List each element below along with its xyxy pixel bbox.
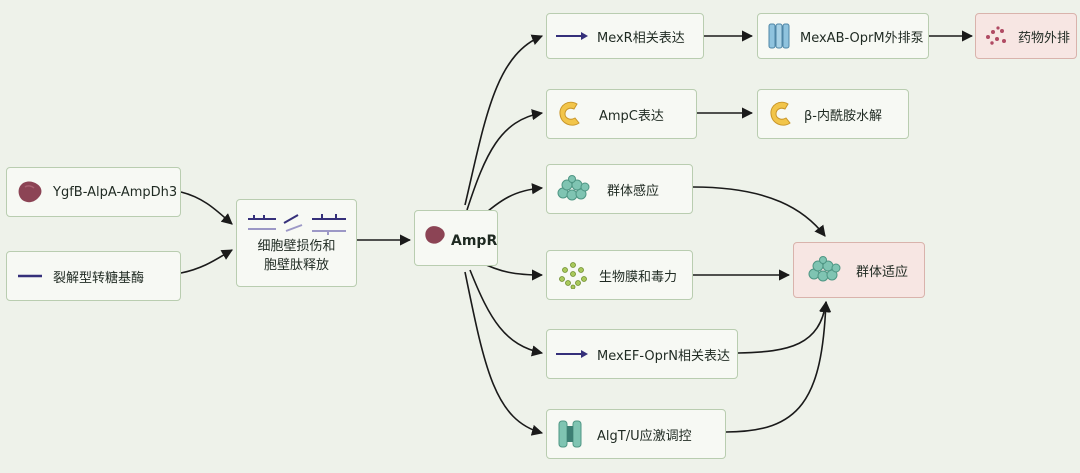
- arrow-enzyme2-to-damage: [180, 249, 233, 274]
- algt-stress-label: AlgT/U应激调控: [597, 428, 692, 444]
- arrow-ampr-to-mexef: [469, 269, 544, 357]
- c-shaped-enzyme-icon: [555, 99, 585, 129]
- mexef-label: MexEF-OprN相关表达: [597, 348, 730, 364]
- enzyme-ygfb-node: YgfB-AlpA-AmpDh3: [6, 167, 181, 217]
- mexab-pump-label: MexAB-OprM外排泵: [800, 30, 924, 46]
- ampr-label: AmpR: [451, 233, 498, 249]
- c-shaped-enzyme-icon: [766, 99, 796, 129]
- protein-blob-icon: [15, 177, 45, 207]
- dots-icon: [984, 24, 1008, 48]
- biofilm-virulence-node: 生物膜和毒力: [546, 250, 693, 300]
- cell-wall-damage-label: 细胞壁损伤和 胞壁肽释放: [257, 237, 335, 275]
- arrow-algt-to-adaptation: [725, 300, 832, 433]
- beta-lactam-hydrolysis-node: β-内酰胺水解: [757, 89, 909, 139]
- line-segment-icon: [15, 261, 45, 291]
- ampc-node: AmpC表达: [546, 89, 697, 139]
- cell-wall-damage-node: 细胞壁损伤和 胞壁肽释放: [236, 199, 357, 287]
- drug-efflux-label: 药物外排: [1018, 30, 1071, 46]
- arrow-ampr-to-ampc: [466, 109, 544, 211]
- dots-icon: [555, 260, 591, 290]
- protein-blob-icon: [423, 223, 447, 247]
- algt-stress-node: AlgT/U应激调控: [546, 409, 726, 459]
- membrane-channel-icon: [555, 418, 585, 450]
- arrow-right-icon: [555, 344, 589, 364]
- ampc-label: AmpC表达: [599, 108, 664, 124]
- arrow-ampr-to-algt: [464, 271, 544, 436]
- mexr-node: MexR相关表达: [546, 13, 704, 59]
- mexab-pump-node: MexAB-OprM外排泵: [757, 13, 929, 59]
- arrow-mexef-to-adaptation: [737, 300, 831, 354]
- peptidoglycan-fragments-icon: [242, 211, 352, 237]
- biofilm-virulence-label: 生物膜和毒力: [599, 269, 678, 285]
- cell-cluster-icon: [804, 255, 844, 285]
- mexr-label: MexR相关表达: [597, 30, 685, 46]
- lytic-transglycosylase-label: 裂解型转糖基酶: [53, 270, 145, 286]
- population-adaptation-label: 群体适应: [856, 264, 909, 280]
- cell-cluster-icon: [555, 174, 591, 204]
- population-adaptation-node: 群体适应: [793, 242, 925, 298]
- beta-lactam-hydrolysis-label: β-内酰胺水解: [804, 108, 882, 124]
- quorum-sensing-node: 群体感应: [546, 164, 693, 214]
- arrow-right-icon: [555, 26, 589, 46]
- enzyme-ygfb-label: YgfB-AlpA-AmpDh3: [53, 184, 178, 200]
- quorum-sensing-label: 群体感应: [607, 183, 660, 199]
- mexef-node: MexEF-OprN相关表达: [546, 329, 738, 379]
- arrow-ampr-to-mexr: [464, 34, 544, 206]
- drug-efflux-node: 药物外排: [975, 13, 1077, 59]
- cell-wall-damage-line1: 细胞壁损伤和: [257, 239, 336, 254]
- arrow-enzyme1-to-damage: [180, 191, 233, 225]
- efflux-pump-icon: [766, 21, 792, 51]
- cell-wall-damage-line2: 胞壁肽释放: [263, 258, 329, 273]
- arrow-qs-to-adaptation: [692, 186, 826, 237]
- ampr-node: AmpR: [414, 210, 498, 266]
- lytic-transglycosylase-node: 裂解型转糖基酶: [6, 251, 181, 301]
